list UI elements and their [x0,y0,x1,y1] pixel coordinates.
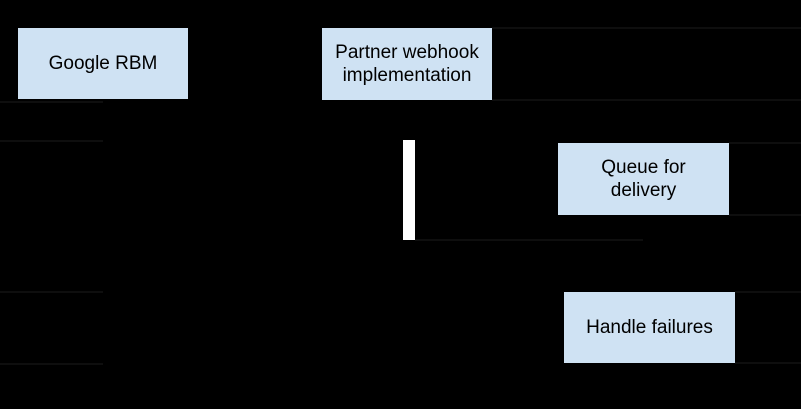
node-label: Handle failures [586,317,713,338]
faint-row-line [0,101,103,103]
node-queue-for-delivery: Queue for delivery [558,143,729,215]
node-label: Google RBM [48,53,158,74]
faint-row-line [729,214,801,216]
faint-row-line [492,99,801,101]
faint-row-line [729,142,801,144]
node-label: Queue for delivery [601,157,686,201]
faint-arrow-line [415,239,643,241]
faint-row-line [0,363,103,365]
node-label: Partner webhook implementation [335,42,479,86]
node-partner-webhook: Partner webhook implementation [322,28,492,100]
node-google-rbm: Google RBM [18,28,188,99]
faint-row-line [0,140,103,142]
faint-row-line [735,291,801,293]
faint-row-line [492,27,801,29]
activation-bar [403,140,415,240]
node-handle-failures: Handle failures [564,292,735,363]
faint-row-line [735,362,801,364]
faint-row-line [0,291,103,293]
